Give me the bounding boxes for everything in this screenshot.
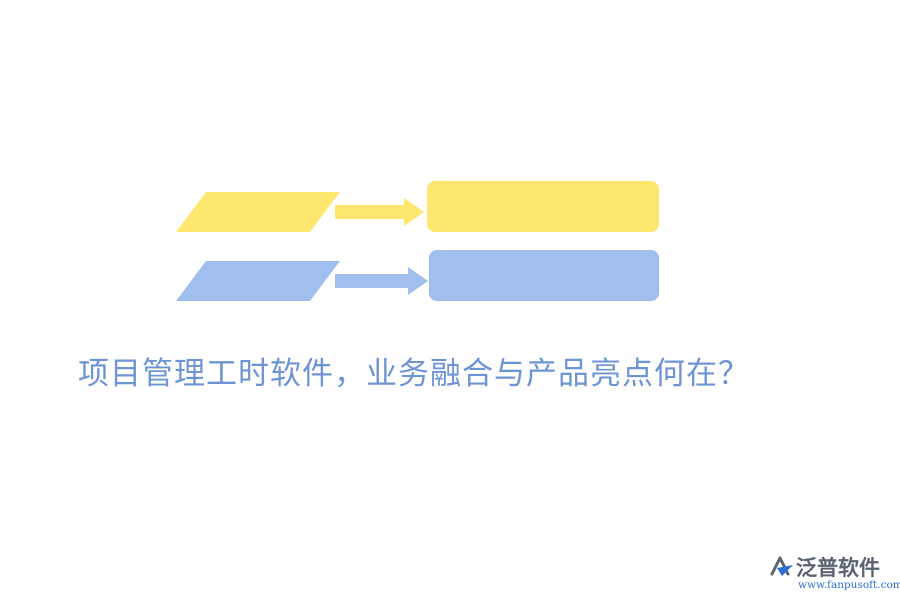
output-box-2 [429, 250, 659, 301]
fanpu-logo-icon [770, 556, 793, 576]
arrow-right-1 [335, 198, 424, 226]
flow-diagram [176, 181, 659, 301]
page-title: 项目管理工时软件，业务融合与产品亮点何在？ [78, 356, 750, 392]
output-box-1 [427, 181, 659, 232]
arrow-right-2 [335, 267, 428, 295]
brand-url: www.fanpusoft.com [798, 579, 900, 591]
brand-logo[interactable]: 泛普软件 www.fanpusoft.com [768, 552, 900, 596]
input-parallelogram-2 [176, 261, 340, 301]
brand-name: 泛普软件 [796, 556, 880, 580]
input-parallelogram-1 [176, 192, 340, 232]
